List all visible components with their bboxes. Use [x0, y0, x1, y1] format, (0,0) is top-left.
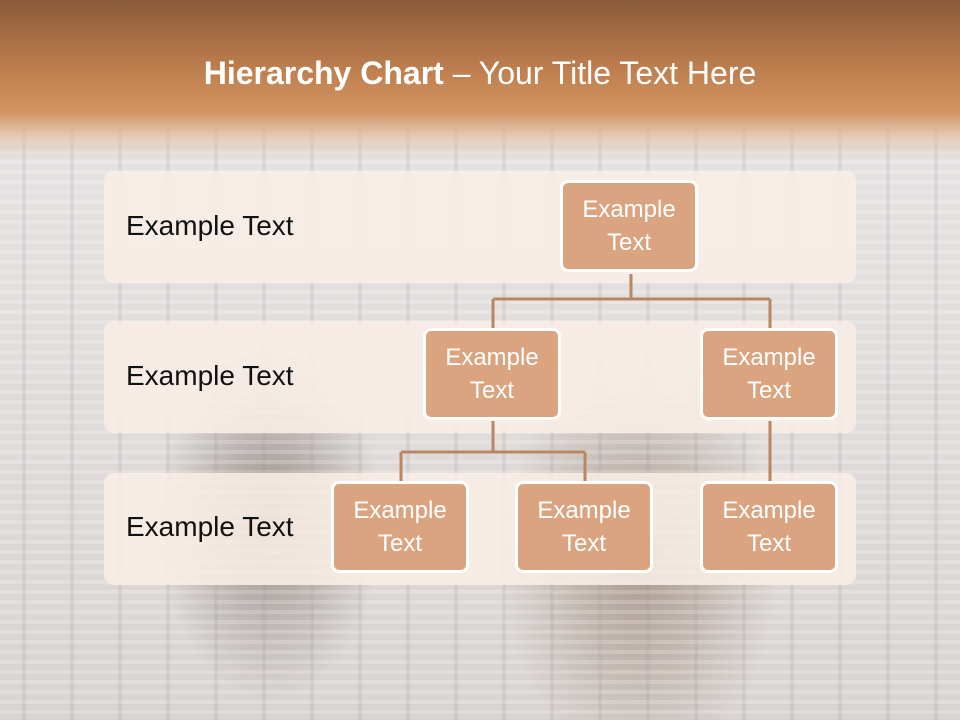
node-level3-middle-text: Example Text — [537, 497, 631, 557]
node-level3-right[interactable]: Example Text — [700, 481, 838, 573]
level-label-3: Example Text — [126, 511, 294, 542]
level-label-2: Example Text — [126, 360, 294, 391]
connector-left-branch — [399, 421, 587, 482]
node-level2-left-text: Example Text — [445, 344, 539, 404]
node-level2-right[interactable]: Example Text — [700, 328, 838, 420]
connector-root — [491, 274, 772, 330]
node-root-text: Example Text — [582, 196, 676, 256]
slide-title: Hierarchy Chart – Your Title Text Here — [0, 55, 960, 92]
node-level2-right-text: Example Text — [722, 344, 816, 404]
node-level3-left[interactable]: Example Text — [331, 481, 469, 573]
title-dash: – — [443, 55, 479, 91]
node-level3-middle[interactable]: Example Text — [515, 481, 653, 573]
title-rest: Your Title Text Here — [478, 55, 757, 91]
title-bar — [0, 0, 960, 160]
node-root[interactable]: Example Text — [560, 180, 698, 272]
node-level3-left-text: Example Text — [353, 497, 447, 557]
level-label-1: Example Text — [126, 210, 294, 241]
node-level2-left[interactable]: Example Text — [423, 328, 561, 420]
node-level3-right-text: Example Text — [722, 497, 816, 557]
level-band-1 — [104, 171, 856, 283]
title-bold: Hierarchy Chart — [203, 55, 444, 91]
